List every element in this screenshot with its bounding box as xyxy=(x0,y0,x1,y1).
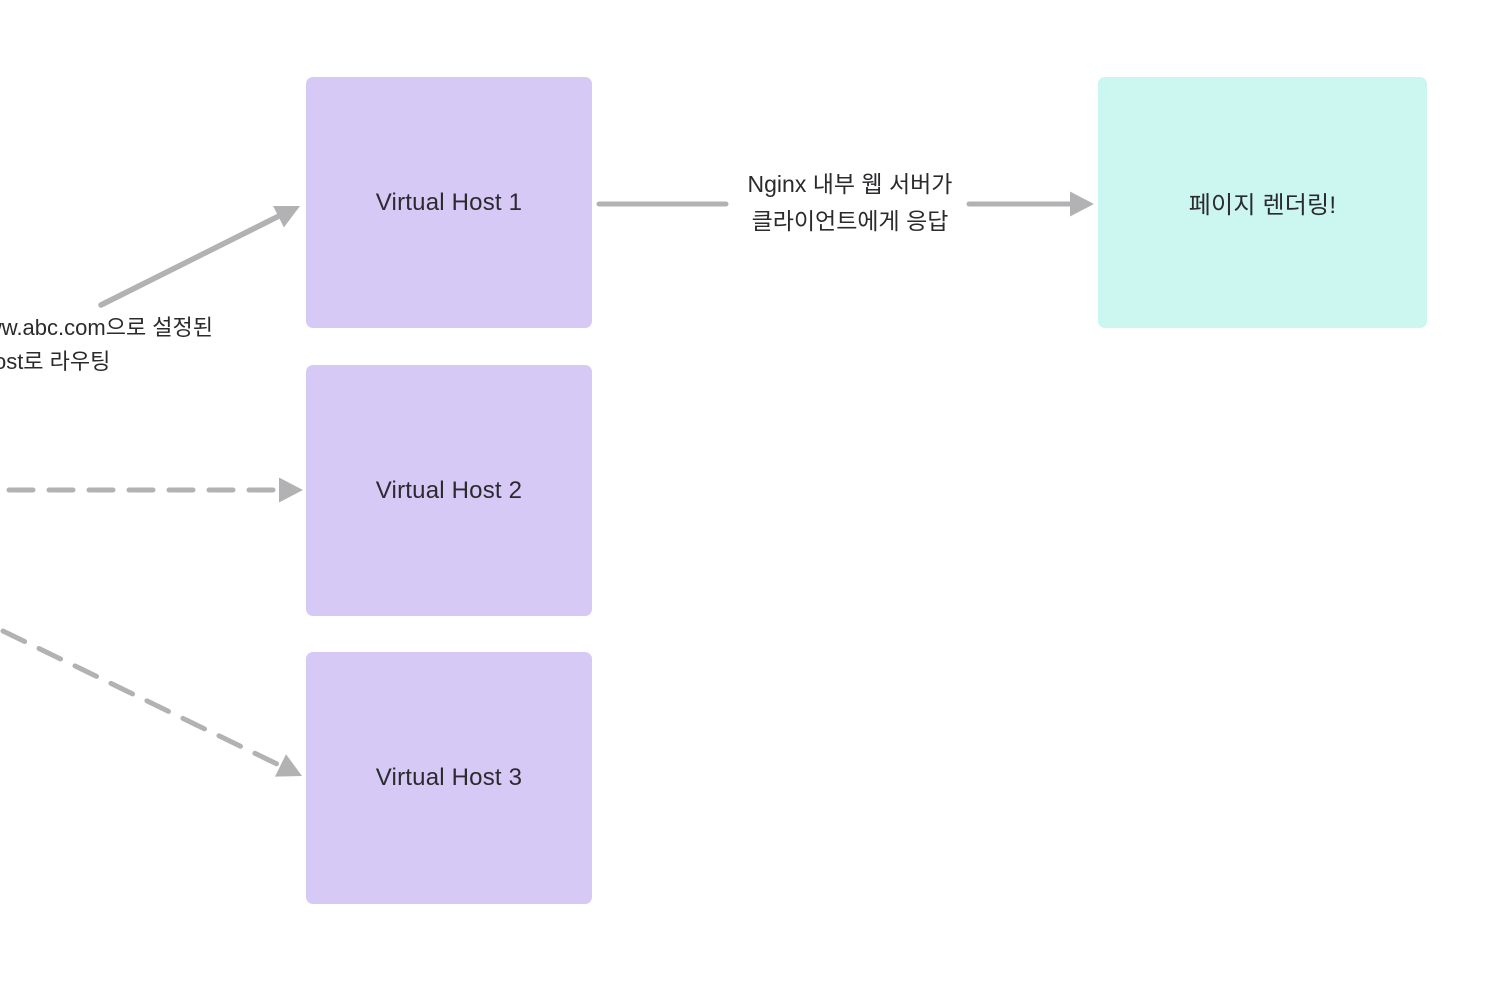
virtual-host-2-label: Virtual Host 2 xyxy=(375,476,523,504)
routing-arrow-vh3-dashed-line xyxy=(0,628,280,767)
virtual-host-2-box: Virtual Host 2 xyxy=(306,365,592,616)
routing-arrow-vh1-line xyxy=(98,212,284,308)
routing-arrow-vh1-arrowhead-icon xyxy=(273,206,300,228)
virtual-host-1-label: Virtual Host 1 xyxy=(375,188,523,216)
routing-arrow-vh2-arrowhead-icon xyxy=(279,477,303,503)
response-arrow-label-line-2: 클라이언트에게 응답 xyxy=(751,208,949,234)
page-render-box: 페이지 렌더링! xyxy=(1098,77,1427,328)
response-arrow-label: Nginx 내부 웹 서버가 클라이언트에게 응답 xyxy=(700,166,1000,240)
response-arrow-label-line-1: Nginx 내부 웹 서버가 xyxy=(747,171,953,197)
page-render-label: 페이지 렌더링! xyxy=(1188,192,1337,219)
routing-note-line-1: www.abc.com으로 설정된 xyxy=(0,315,214,340)
virtual-host-3-box: Virtual Host 3 xyxy=(306,652,592,904)
routing-note-line-2: Virtual Host로 라우팅 xyxy=(0,349,111,374)
virtual-host-3-label: Virtual Host 3 xyxy=(375,764,523,791)
response-arrow-arrowhead-icon xyxy=(1070,191,1094,217)
virtual-host-1-box: Virtual Host 1 xyxy=(306,77,592,328)
routing-arrow-vh3-arrowhead-icon xyxy=(275,754,302,777)
